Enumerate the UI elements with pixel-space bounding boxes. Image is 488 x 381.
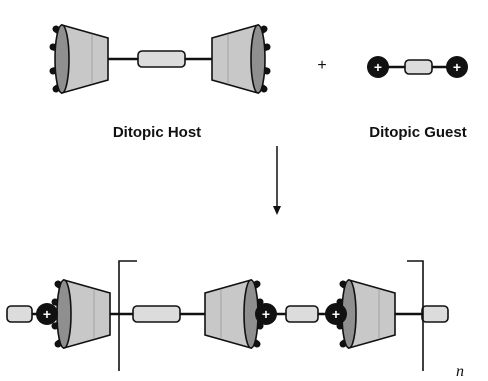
guest-spacer — [404, 59, 433, 75]
polymer-cup-3 — [340, 280, 395, 348]
ditopic-guest: + + — [367, 56, 468, 78]
host-spacer — [137, 50, 186, 68]
bound-cation: + — [325, 303, 347, 325]
plus-sign: + — [317, 57, 326, 74]
polymer-cup-1 — [55, 280, 110, 348]
bound-cation: + — [36, 303, 58, 325]
guest-label: Ditopic Guest — [369, 124, 467, 141]
guest-spacer — [6, 305, 33, 323]
cation-plus-sign: + — [262, 306, 270, 322]
ditopic-host — [53, 25, 267, 93]
supramolecular-polymer: + + + — [6, 280, 449, 348]
cation-plus-sign: + — [332, 306, 340, 322]
host-label: Ditopic Host — [113, 124, 201, 141]
guest-spacer — [285, 305, 319, 323]
cation-plus-sign: + — [43, 306, 51, 322]
reaction-arrow — [273, 146, 281, 215]
guest-cation-left: + — [367, 56, 389, 78]
host-spacer — [132, 305, 181, 323]
bound-cation: + — [255, 303, 277, 325]
host-cup-right — [212, 25, 267, 93]
cation-plus-sign: + — [453, 59, 461, 75]
repeat-bracket-left — [118, 260, 137, 371]
host-cup-left — [53, 25, 108, 93]
polymer-cup-2 — [205, 280, 260, 348]
guest-cation-right: + — [446, 56, 468, 78]
cation-plus-sign: + — [374, 59, 382, 75]
repeat-bracket-right — [407, 260, 424, 371]
repeat-count-n: n — [456, 363, 464, 380]
host-spacer — [421, 305, 449, 323]
